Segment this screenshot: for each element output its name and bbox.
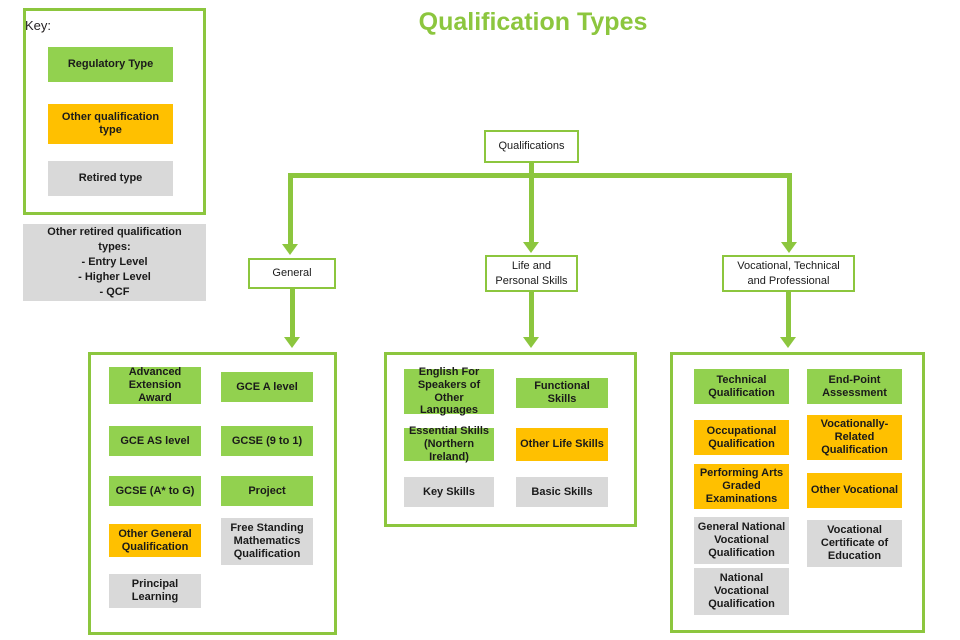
- qualification-vocational-certificate-of-education[interactable]: Vocational Certificate of Education: [807, 520, 902, 567]
- qualification-basic-skills[interactable]: Basic Skills: [516, 477, 608, 507]
- arrow-general-to-column: [284, 337, 300, 348]
- retired-note-heading-line2: types:: [98, 241, 131, 254]
- retired-note-item-entry-level: - Entry Level: [81, 256, 148, 269]
- key-swatch-other-qualification-type: Other qualification type: [48, 104, 173, 144]
- connector-drop-general: [288, 173, 293, 245]
- qualification-vocationally-related-qualification[interactable]: Vocationally-Related Qualification: [807, 415, 902, 460]
- arrow-to-life: [523, 242, 539, 253]
- node-qualifications[interactable]: Qualifications: [484, 130, 579, 163]
- node-general[interactable]: General: [248, 258, 336, 289]
- qualification-english-for-speakers-of-other-languages[interactable]: English For Speakers of Other Languages: [404, 366, 494, 416]
- connector-drop-vocational: [787, 173, 792, 243]
- qualification-functional-skills[interactable]: Functional Skills: [516, 378, 608, 408]
- other-retired-qualification-types-note: Other retired qualification types: - Ent…: [23, 224, 206, 301]
- node-general-label: General: [272, 267, 312, 280]
- qualification-advanced-extension-award[interactable]: Advanced Extension Award: [109, 366, 201, 404]
- qualification-project[interactable]: Project: [221, 476, 313, 506]
- qualification-other-vocational[interactable]: Other Vocational: [807, 473, 902, 508]
- node-life-and-personal-skills[interactable]: Life and Personal Skills: [485, 255, 578, 292]
- node-life-label-line1: Life and: [511, 260, 552, 273]
- arrow-vocational-to-column: [780, 337, 796, 348]
- qualification-essential-skills-northern-ireland[interactable]: Essential Skills (Northern Ireland): [404, 425, 494, 463]
- key-swatch-retired-type: Retired type: [48, 161, 173, 196]
- arrow-to-general: [282, 244, 298, 255]
- qualification-end-point-assessment[interactable]: End-Point Assessment: [807, 369, 902, 404]
- qualification-gce-a-level[interactable]: GCE A level: [221, 372, 313, 402]
- qualification-general-national-vocational-qualification[interactable]: General National Vocational Qualificatio…: [694, 517, 789, 564]
- node-voc-label-line1: Vocational, Technical: [737, 260, 840, 273]
- qualification-other-life-skills[interactable]: Other Life Skills: [516, 428, 608, 461]
- qualification-other-general-qualification[interactable]: Other General Qualification: [109, 524, 201, 557]
- key-swatch-regulatory-type: Regulatory Type: [48, 47, 173, 82]
- qualification-free-standing-mathematics-qualification[interactable]: Free Standing Mathematics Qualification: [221, 518, 313, 565]
- qualification-key-skills[interactable]: Key Skills: [404, 477, 494, 507]
- qualification-performing-arts-graded-examinations[interactable]: Performing Arts Graded Examinations: [694, 464, 789, 509]
- connector-life-to-column: [529, 292, 534, 338]
- connector-general-to-column: [290, 289, 295, 338]
- retired-note-item-higher-level: - Higher Level: [78, 270, 151, 283]
- connector-drop-life: [529, 173, 534, 243]
- key-heading: Key:: [25, 18, 52, 33]
- arrow-life-to-column: [523, 337, 539, 348]
- qualification-occupational-qualification[interactable]: Occupational Qualification: [694, 420, 789, 455]
- retired-note-heading-line1: Other retired qualification: [47, 226, 182, 239]
- arrow-to-vocational: [781, 242, 797, 253]
- qualification-gce-as-level[interactable]: GCE AS level: [109, 426, 201, 456]
- connector-vocational-to-column: [786, 292, 791, 338]
- connector-horizontal-bus: [288, 173, 792, 178]
- page-title: Qualification Types: [418, 8, 648, 36]
- node-voc-label-line2: and Professional: [747, 274, 830, 287]
- qualification-national-vocational-qualification[interactable]: National Vocational Qualification: [694, 568, 789, 615]
- connector-root-stem: [529, 163, 534, 176]
- retired-note-item-qcf: - QCF: [99, 285, 130, 298]
- qualification-principal-learning[interactable]: Principal Learning: [109, 574, 201, 608]
- node-vocational-technical-and-professional[interactable]: Vocational, Technical and Professional: [722, 255, 855, 292]
- qualification-gcse-a-star-to-g[interactable]: GCSE (A* to G): [109, 476, 201, 506]
- node-life-label-line2: Personal Skills: [495, 274, 568, 287]
- qualification-gcse-9-to-1[interactable]: GCSE (9 to 1): [221, 426, 313, 456]
- qualification-technical-qualification[interactable]: Technical Qualification: [694, 369, 789, 404]
